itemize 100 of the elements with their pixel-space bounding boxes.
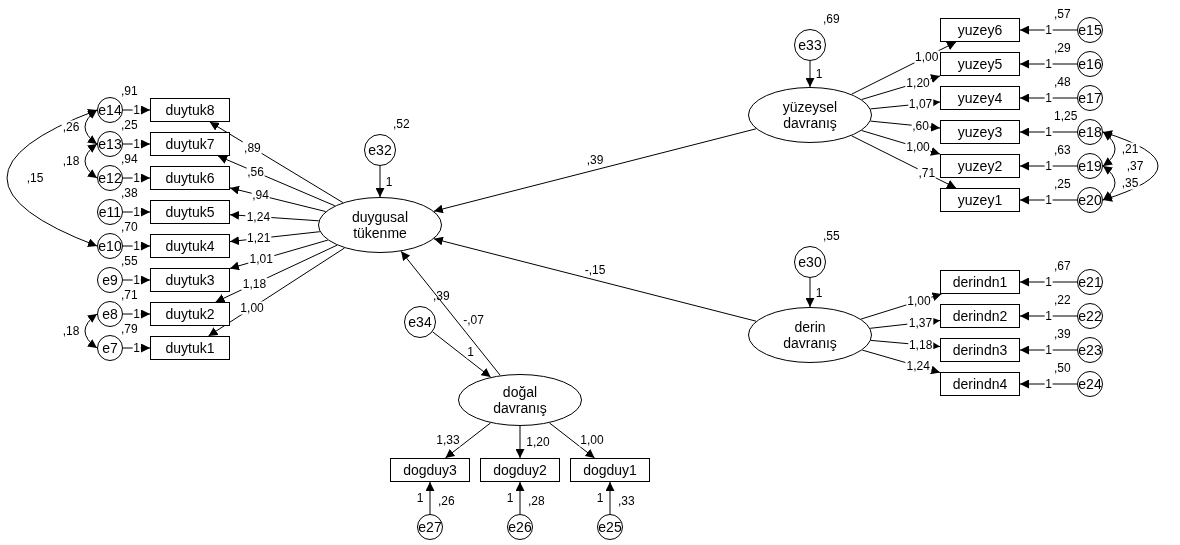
edge-label: 1,20 <box>525 435 551 449</box>
edge-label: 1 <box>132 137 141 151</box>
edge-label: 1 <box>384 175 394 188</box>
arrow <box>217 155 336 207</box>
value-label: ,63 <box>1054 144 1071 157</box>
error-circle: e10 <box>97 233 123 259</box>
edge-label: 1,37 <box>907 316 934 330</box>
value-label: ,28 <box>528 495 545 508</box>
observed-variable-box: duytuk6 <box>150 166 230 190</box>
value-label: ,67 <box>1054 260 1071 273</box>
error-circle: e8 <box>97 301 123 327</box>
arrow <box>851 135 957 189</box>
edge-label: 1,00 <box>239 301 265 315</box>
error-circle: e7 <box>97 335 123 361</box>
covariance-arrow <box>6 109 98 247</box>
covariance-arrow <box>84 143 98 179</box>
observed-variable-box: yuzey4 <box>940 86 1020 110</box>
covariance-arrow <box>1102 131 1116 167</box>
arrow <box>122 343 151 353</box>
error-circle: e20 <box>1077 187 1103 213</box>
arrow <box>1019 127 1078 137</box>
error-circle: e11 <box>97 199 123 225</box>
arrow <box>122 207 151 217</box>
arrow <box>375 165 385 198</box>
edge-label: 1 <box>1044 23 1053 37</box>
arrow <box>1019 59 1078 69</box>
edge-label: 1 <box>1044 377 1053 391</box>
error-circle: e25 <box>597 514 623 540</box>
latent-variable-ellipse: doğal davranış <box>458 374 582 426</box>
edge-label: 1 <box>1044 125 1053 139</box>
error-circle: e27 <box>417 514 443 540</box>
arrow <box>605 481 615 515</box>
edge-label: ,35 <box>1120 176 1140 190</box>
observed-variable-box: derindn2 <box>940 304 1020 328</box>
arrow <box>122 105 151 115</box>
observed-variable-box: duytuk4 <box>150 234 230 258</box>
observed-variable-box: yuzey5 <box>940 52 1020 76</box>
edge-label: 1 <box>1044 343 1053 357</box>
edge-label: 1 <box>814 67 824 81</box>
value-label: ,33 <box>618 495 635 508</box>
edge-label: 1 <box>132 273 141 287</box>
observed-variable-box: derindn1 <box>940 270 1020 294</box>
observed-variable-box: duytuk8 <box>150 98 230 122</box>
edge-label: 1 <box>132 171 141 185</box>
value-label: ,50 <box>1054 362 1071 375</box>
error-circle: e34 <box>404 306 436 338</box>
edge-label: ,89 <box>243 141 262 155</box>
error-circle: e17 <box>1077 85 1103 111</box>
edge-label: 1,20 <box>905 76 931 90</box>
covariance-arrow <box>1102 165 1116 201</box>
observed-variable-box: derindn3 <box>940 338 1020 362</box>
error-circle: e32 <box>364 134 396 166</box>
edge-label: ,39 <box>585 153 605 167</box>
value-label: ,39 <box>433 290 450 303</box>
edge-label: ,94 <box>251 188 270 202</box>
edge-label: 1 <box>1044 193 1053 207</box>
value-label: ,25 <box>1054 178 1071 191</box>
observed-variable-box: yuzey2 <box>940 154 1020 178</box>
arrow <box>209 121 344 204</box>
value-label: ,57 <box>1054 8 1071 21</box>
value-label: ,25 <box>121 119 138 132</box>
value-label: ,55 <box>823 230 840 243</box>
edge-label: ,18 <box>61 154 81 168</box>
edge-label: -,15 <box>583 263 607 277</box>
arrow <box>400 250 501 376</box>
value-label: ,52 <box>393 118 410 131</box>
covariance-arrow <box>84 313 98 349</box>
observed-variable-box: yuzey1 <box>940 188 1020 212</box>
value-label: ,38 <box>121 187 138 200</box>
latent-variable-ellipse: duygusal tükenme <box>318 197 442 253</box>
edge-label: 1 <box>1044 159 1053 173</box>
observed-variable-box: duytuk2 <box>150 302 230 326</box>
observed-variable-box: duytuk3 <box>150 268 230 292</box>
value-label: ,22 <box>1054 294 1071 307</box>
value-label: ,94 <box>121 153 138 166</box>
observed-variable-box: dogduy2 <box>480 458 560 482</box>
edge-label: 1 <box>415 491 425 505</box>
edge-label: ,18 <box>61 324 81 338</box>
arrow <box>515 481 525 515</box>
value-label: 1,25 <box>1054 110 1078 123</box>
arrow <box>122 275 151 285</box>
error-circle: e23 <box>1077 337 1103 363</box>
edge-label: ,15 <box>25 171 45 185</box>
edge-label: 1 <box>132 307 141 321</box>
observed-variable-box: derindn4 <box>940 372 1020 396</box>
arrow <box>433 128 757 214</box>
arrow <box>432 331 492 378</box>
edge-label: 1 <box>1044 275 1053 289</box>
arrow <box>1019 93 1078 103</box>
arrow <box>1019 379 1078 389</box>
edge-label: 1 <box>132 341 141 355</box>
covariance-arrow <box>1102 130 1159 202</box>
edge-label: ,21 <box>1120 142 1140 156</box>
edge-label: ,60 <box>911 119 930 133</box>
edge-label: 1 <box>1044 57 1053 71</box>
arrow <box>122 309 151 319</box>
error-circle: e16 <box>1077 51 1103 77</box>
arrow <box>425 481 435 515</box>
edge-label: ,26 <box>61 120 81 134</box>
arrow <box>1019 25 1078 35</box>
